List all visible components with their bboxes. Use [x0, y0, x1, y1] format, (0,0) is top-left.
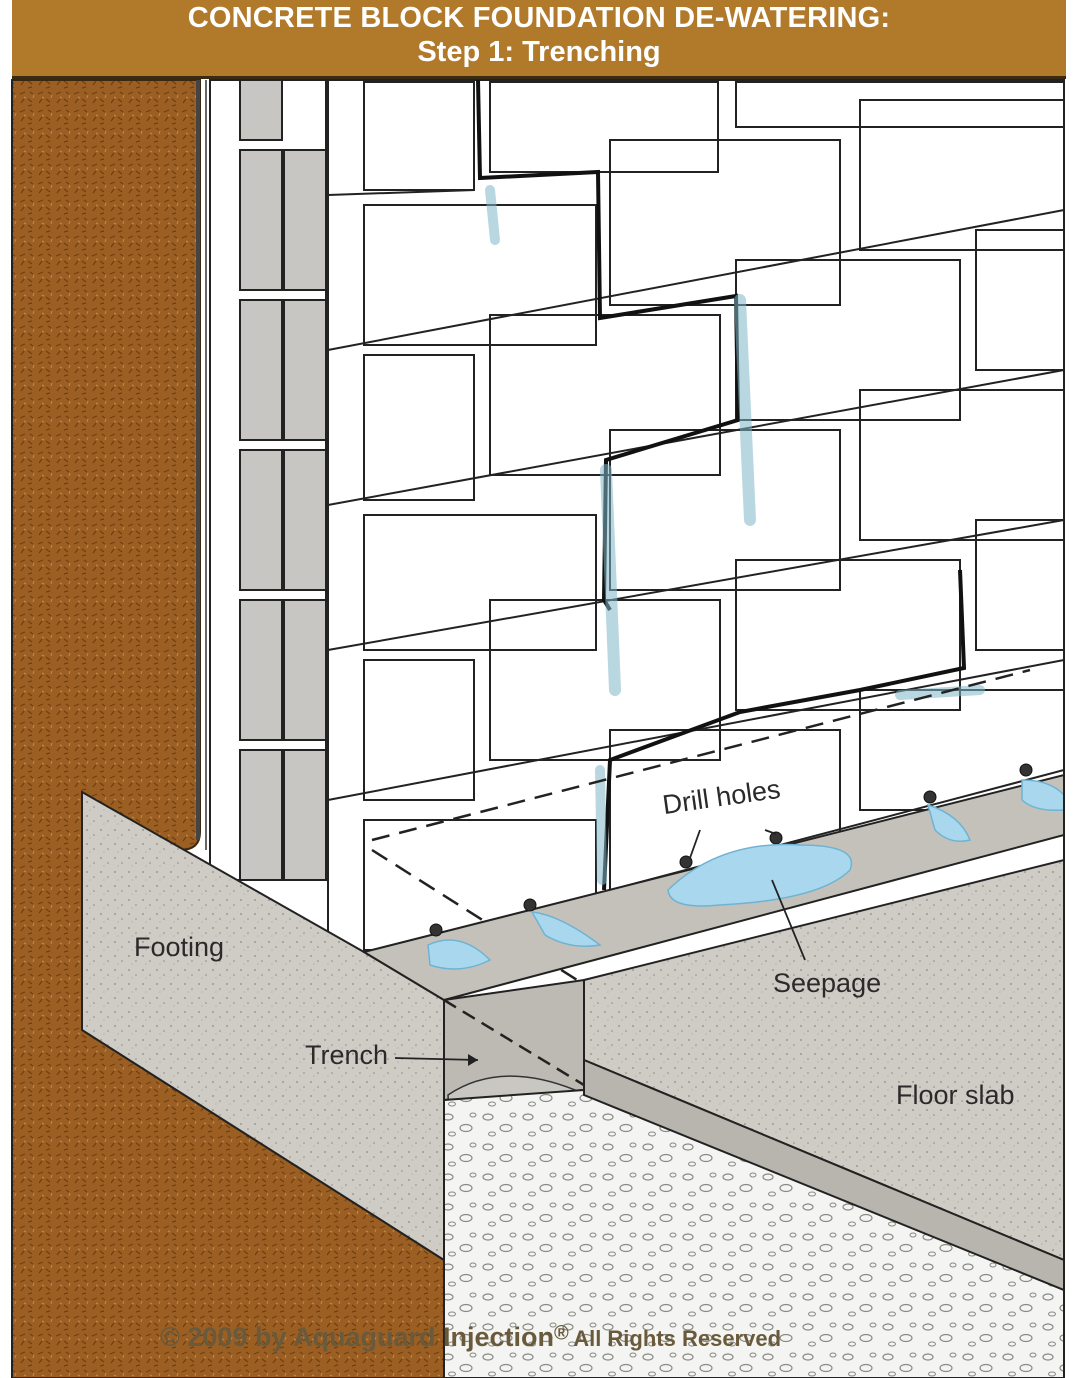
registered-mark: ®: [553, 1322, 569, 1345]
copyright-main: © 2009 by Aquaguard Injection: [160, 1322, 554, 1352]
copyright-notice: © 2009 by Aquaguard Injection® All Right…: [160, 1322, 781, 1353]
title-banner: CONCRETE BLOCK FOUNDATION DE-WATERING: S…: [12, 0, 1066, 79]
label-floor-slab: Floor slab: [896, 1080, 1015, 1110]
diagram-subtitle: Step 1: Trenching: [417, 36, 661, 68]
label-footing: Footing: [134, 932, 225, 962]
label-trench: Trench: [305, 1040, 389, 1070]
diagram-title: CONCRETE BLOCK FOUNDATION DE-WATERING:: [187, 2, 891, 34]
label-seepage: Seepage: [773, 968, 882, 998]
copyright-rights: All Rights Reserved: [573, 1326, 782, 1351]
